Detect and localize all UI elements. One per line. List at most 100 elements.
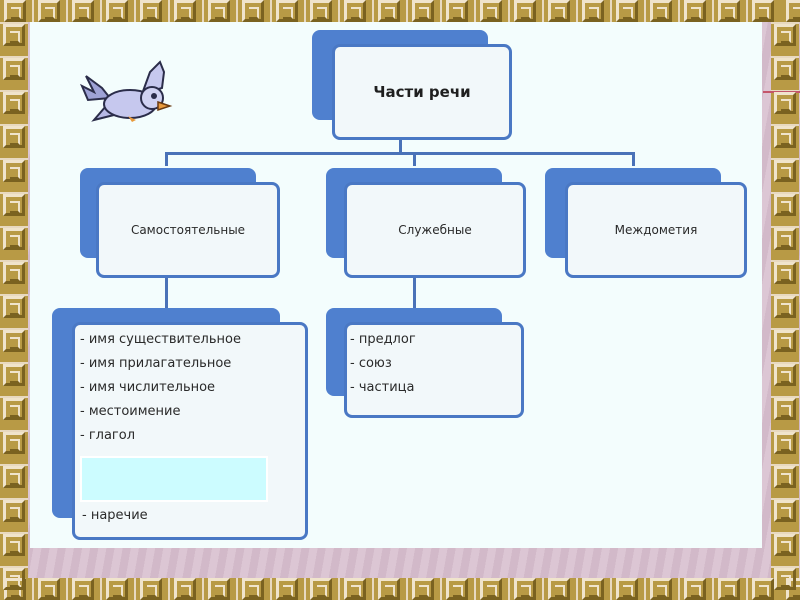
greek-key-tile [3,500,25,522]
greek-key-tile [616,578,638,600]
auxiliary-list-node: - предлог - союз - частица [326,308,524,418]
greek-key-tile [774,296,796,318]
greek-key-tile [344,578,366,600]
greek-key-tile [208,578,230,600]
connector-horizontal [165,152,635,155]
greek-key-tile [3,194,25,216]
greek-key-tile [310,0,332,22]
greek-key-tile [412,0,434,22]
greek-key-tile [774,534,796,556]
greek-key-tile [548,0,570,22]
greek-key-tile [242,0,264,22]
greek-key-tile [242,578,264,600]
root-node: Части речи [312,30,512,142]
greek-key-tile [3,160,25,182]
greek-key-tile [378,0,400,22]
list-item: - частица [350,380,415,395]
auxiliary-list: - предлог - союз - частица [350,328,416,400]
greek-key-tile [650,0,672,22]
greek-key-tile [3,228,25,250]
greek-key-tile [480,578,502,600]
greek-key-tile [3,398,25,420]
greek-key-tile [774,398,796,420]
greek-key-tile [344,0,366,22]
greek-key-tile [3,364,25,386]
greek-key-tile [582,578,604,600]
greek-key-tile [3,330,25,352]
greek-key-tile [378,578,400,600]
independent-list-last: - наречие [82,504,148,528]
list-item: - имя числительное [80,380,216,395]
connector-to-independent [165,152,168,166]
connector-root-down [399,138,402,154]
greek-key-tile [774,432,796,454]
category-label: Служебные [398,223,472,237]
list-item: - предлог [350,332,416,347]
connector-auxiliary-to-list [413,278,416,308]
greek-key-tile [774,330,796,352]
greek-key-tile [174,578,196,600]
blank-answer-slot[interactable] [80,456,268,502]
greek-key-tile [276,0,298,22]
root-label: Части речи [373,83,471,101]
list-item: - союз [350,356,392,371]
greek-key-tile [106,0,128,22]
greek-key-tile [786,0,800,22]
connector-independent-to-list [165,278,168,308]
category-label: Междометия [614,223,698,237]
greek-key-tile [774,466,796,488]
greek-key-tile [548,578,570,600]
greek-key-tile [3,24,25,46]
greek-key-tile [140,0,162,22]
greek-key-tile [446,0,468,22]
greek-key-tile [774,194,796,216]
independent-list: - имя существительное - имя прилагательн… [80,328,241,448]
list-item: - имя существительное [80,332,241,347]
list-item: - имя прилагательное [80,356,232,371]
list-item: - наречие [82,508,148,523]
independent-list-node: - имя существительное - имя прилагательн… [52,308,308,540]
greek-key-tile [3,466,25,488]
greek-key-tile [276,578,298,600]
greek-key-tile [140,578,162,600]
greek-key-tile [4,0,26,22]
greek-key-tile [774,126,796,148]
greek-key-tile [3,568,25,590]
greek-key-tile [774,262,796,284]
greek-key-tile [38,578,60,600]
greek-key-tile [684,578,706,600]
greek-key-tile [718,578,740,600]
category-node-auxiliary: Служебные [326,168,526,280]
greek-key-tile [650,578,672,600]
connector-to-interjections [632,152,635,166]
greek-key-tile [774,364,796,386]
greek-key-border-top [0,0,800,22]
greek-key-tile [514,0,536,22]
greek-key-tile [3,534,25,556]
greek-key-tile [582,0,604,22]
greek-key-tile [72,578,94,600]
category-node-independent: Самостоятельные [80,168,280,280]
greek-key-tile [72,0,94,22]
greek-key-border-bottom [0,578,800,600]
greek-key-tile [718,0,740,22]
greek-key-tile [412,578,434,600]
greek-key-tile [774,228,796,250]
greek-key-tile [684,0,706,22]
greek-key-tile [174,0,196,22]
greek-key-tile [3,126,25,148]
category-node-interjections: Междометия [545,168,747,280]
greek-key-tile [3,432,25,454]
greek-key-tile [3,262,25,284]
greek-key-tile [752,578,774,600]
greek-key-tile [106,578,128,600]
greek-key-tile [774,568,796,590]
greek-key-tile [3,58,25,80]
greek-key-tile [514,578,536,600]
connector-to-auxiliary [413,152,416,166]
greek-key-tile [3,296,25,318]
greek-key-tile [38,0,60,22]
list-item: - глагол [80,428,136,443]
greek-key-tile [752,0,774,22]
greek-key-tile [446,578,468,600]
